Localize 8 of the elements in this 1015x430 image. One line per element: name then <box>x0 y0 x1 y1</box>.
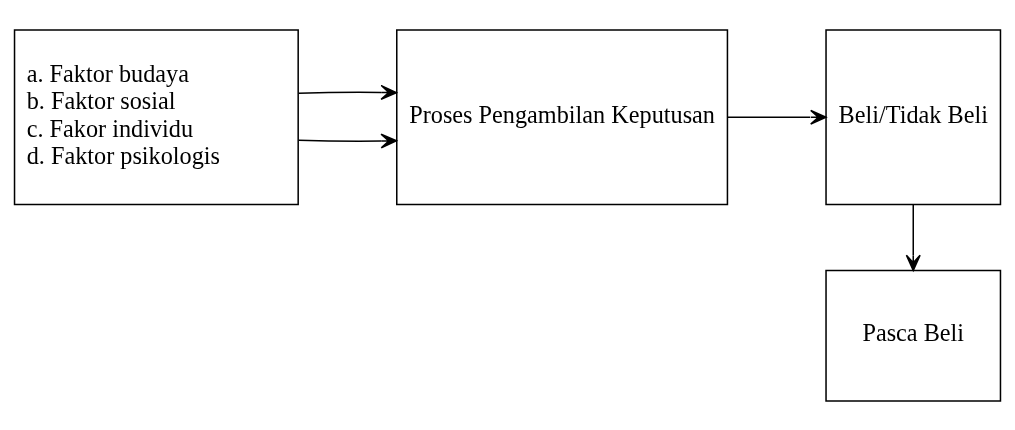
node-box: Beli/Tidak Beli <box>825 28 1002 205</box>
node-box: a. Faktor budaya b. Faktor sosial c. Fakor individu d. Faktor psikologis <box>13 28 299 205</box>
arrow <box>297 132 398 149</box>
arrow <box>905 203 921 271</box>
arrow <box>297 84 398 100</box>
arrow <box>726 109 827 125</box>
node-box: Proses Pengambilan Keputusan <box>396 28 729 205</box>
node-box: Pasca Beli <box>825 269 1002 402</box>
